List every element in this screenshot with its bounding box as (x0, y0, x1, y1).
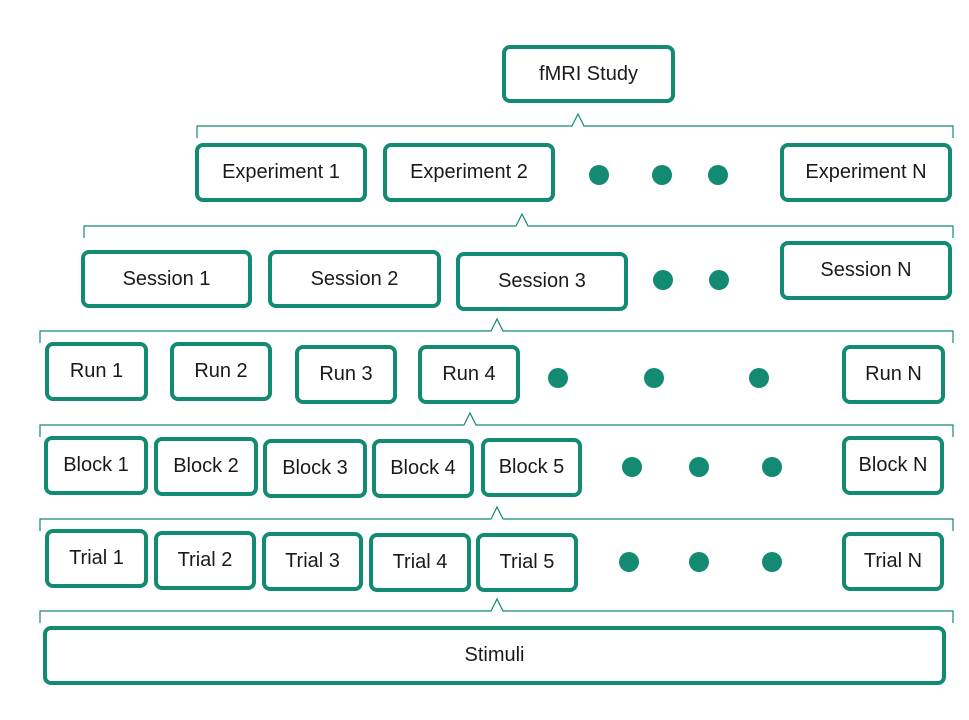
node-session-1: Session 1 (81, 250, 252, 308)
node-block-3: Block 3 (263, 439, 367, 498)
node-block-2: Block 2 (154, 437, 258, 496)
node-run-3: Run 3 (295, 345, 397, 404)
ellipsis-dot (619, 552, 639, 572)
brace-block-trials (39, 505, 954, 531)
node-experiment-2: Experiment 2 (383, 143, 555, 202)
ellipsis-dot (762, 457, 782, 477)
ellipsis-dot (652, 165, 672, 185)
node-trial-5: Trial 5 (476, 533, 578, 592)
node-experiment-n: Experiment N (780, 143, 952, 202)
node-run-n: Run N (842, 345, 945, 404)
brace-session-runs (39, 317, 954, 343)
node-fmri-study: fMRI Study (502, 45, 675, 103)
node-experiment-1: Experiment 1 (195, 143, 367, 202)
brace-trial-stimuli (39, 597, 954, 623)
brace-experiment-sessions (83, 212, 954, 238)
node-session-2: Session 2 (268, 250, 441, 308)
ellipsis-dot (708, 165, 728, 185)
brace-run-blocks (39, 411, 954, 437)
ellipsis-dot (709, 270, 729, 290)
node-block-5: Block 5 (481, 438, 582, 497)
node-session-n: Session N (780, 241, 952, 300)
node-run-4: Run 4 (418, 345, 520, 404)
node-stimuli: Stimuli (43, 626, 946, 685)
node-run-2: Run 2 (170, 342, 272, 401)
ellipsis-dot (548, 368, 568, 388)
node-trial-3: Trial 3 (262, 532, 363, 591)
node-run-1: Run 1 (45, 342, 148, 401)
node-trial-1: Trial 1 (45, 529, 148, 588)
node-trial-2: Trial 2 (154, 531, 256, 590)
ellipsis-dot (622, 457, 642, 477)
ellipsis-dot (749, 368, 769, 388)
ellipsis-dot (689, 552, 709, 572)
ellipsis-dot (653, 270, 673, 290)
node-block-n: Block N (842, 436, 944, 495)
node-trial-4: Trial 4 (369, 533, 471, 592)
ellipsis-dot (644, 368, 664, 388)
ellipsis-dot (589, 165, 609, 185)
ellipsis-dot (762, 552, 782, 572)
node-session-3: Session 3 (456, 252, 628, 311)
node-block-1: Block 1 (44, 436, 148, 495)
ellipsis-dot (689, 457, 709, 477)
brace-study-experiments (196, 112, 954, 138)
node-block-4: Block 4 (372, 439, 474, 498)
node-trial-n: Trial N (842, 532, 944, 591)
